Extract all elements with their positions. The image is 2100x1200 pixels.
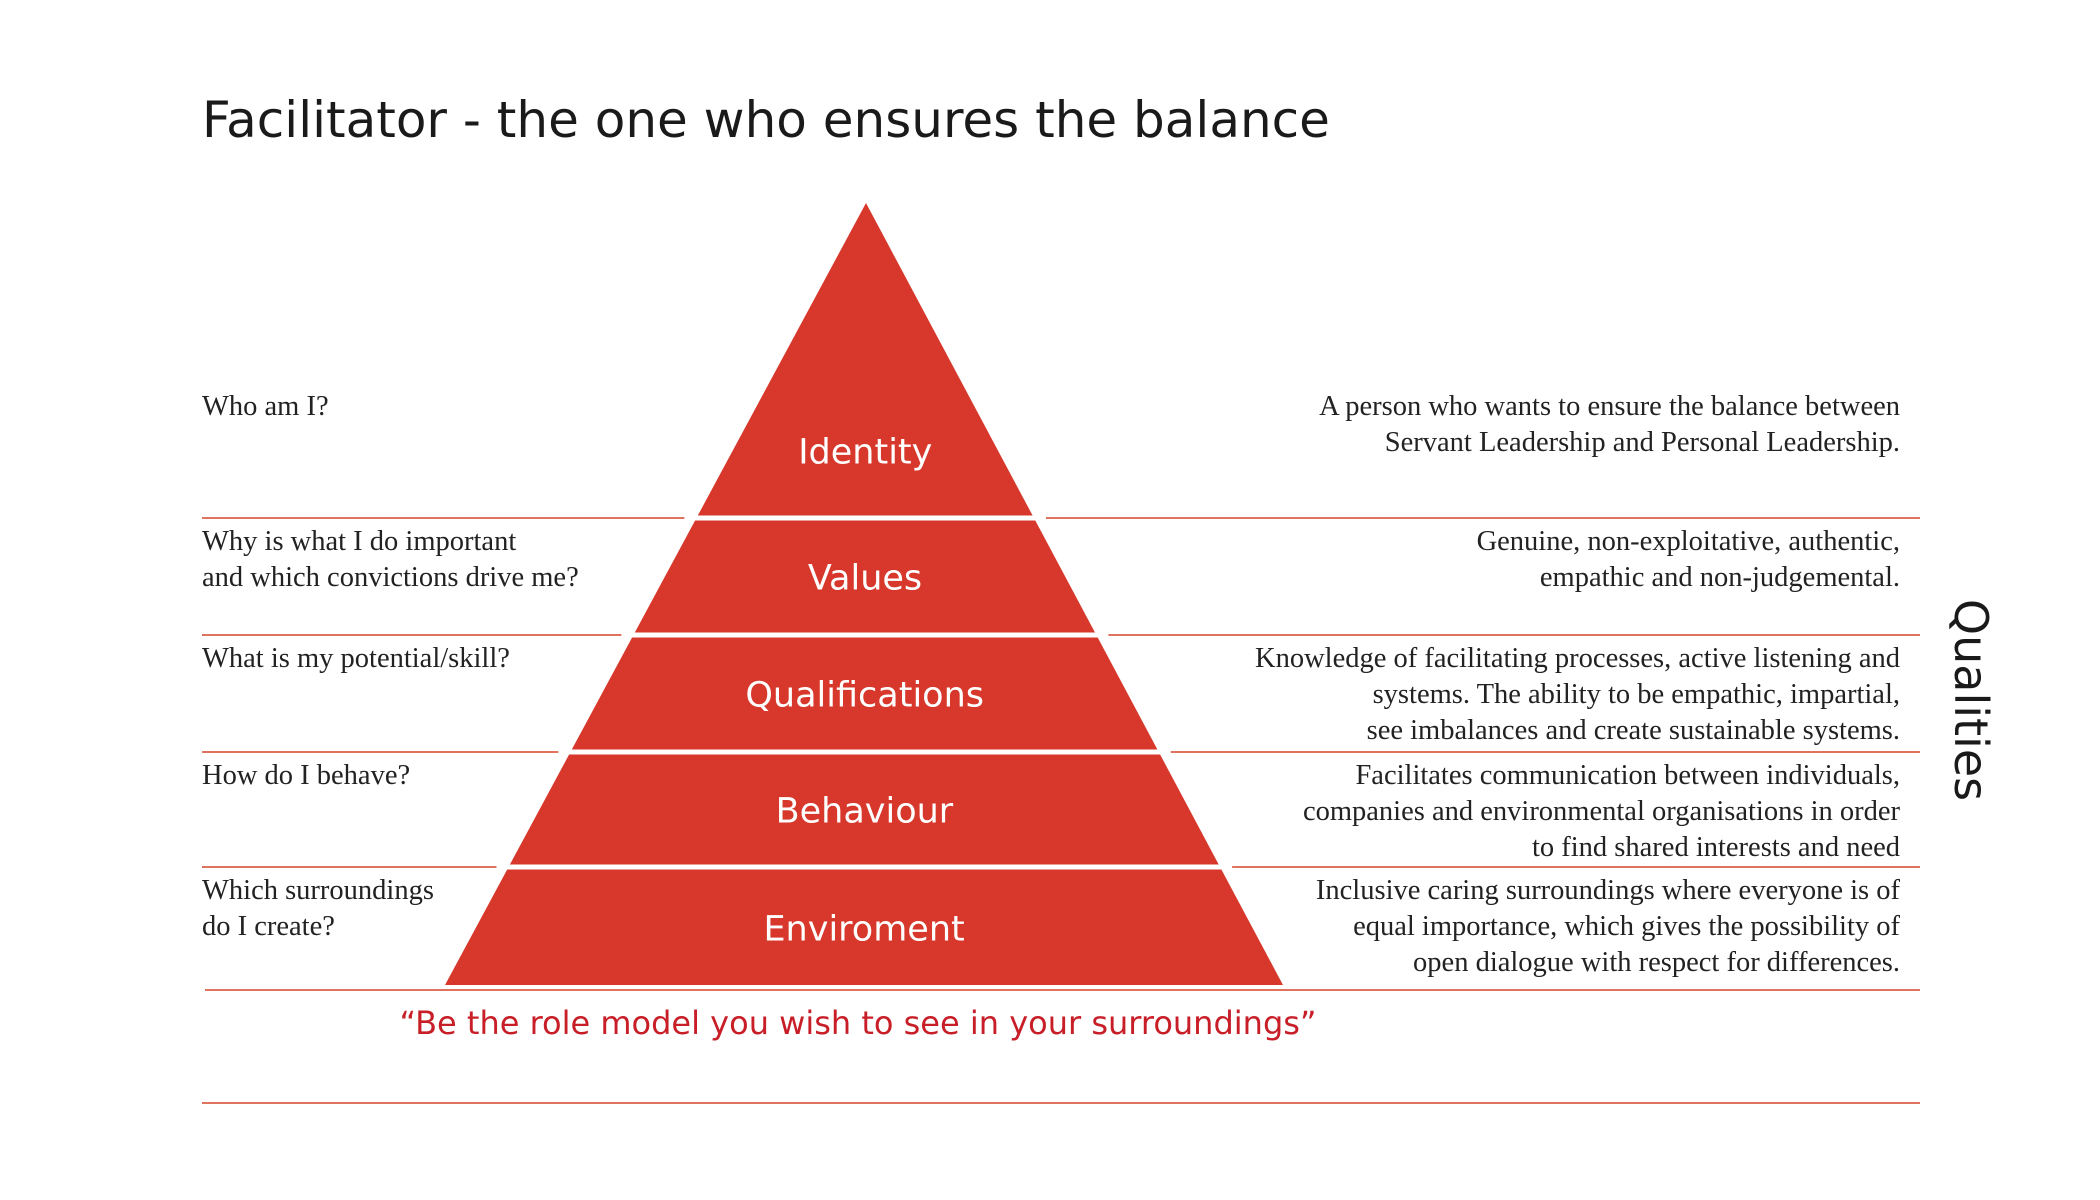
- question-column: Who am I? Why is what I do important and w…: [202, 391, 579, 942]
- motto-quote: “Be the role model you wish to see in yo…: [399, 1004, 1316, 1042]
- page-title: Facilitator - the one who ensures the ba…: [202, 91, 1330, 149]
- level-question: Who am I?: [202, 391, 329, 422]
- level-question: How do I behave?: [202, 760, 410, 791]
- level-description: A person who wants to ensure the balance…: [1319, 391, 1900, 422]
- level-description: empathic and non-judgemental.: [1540, 562, 1900, 593]
- level-description: Genuine, non-exploitative, authentic,: [1477, 526, 1900, 557]
- level-question: What is my potential/skill?: [202, 643, 510, 674]
- level-question: Which surroundings: [202, 875, 434, 906]
- level-description: to find shared interests and need: [1532, 832, 1900, 863]
- pyramid-level-2: [634, 520, 1095, 633]
- level-description: Facilitates communication between indivi…: [1355, 760, 1900, 791]
- level-description: see imbalances and create sustainable sy…: [1367, 715, 1900, 746]
- pyramid-level-label: Behaviour: [776, 792, 954, 832]
- pyramid-level-3: [571, 637, 1158, 750]
- level-description: Inclusive caring surroundings where ever…: [1316, 875, 1901, 906]
- qualities-side-label: Qualities: [1944, 599, 1998, 801]
- pyramid: IdentityValuesQualificationsBehaviourEnv…: [445, 203, 1283, 985]
- pyramid-level-4: [509, 754, 1219, 865]
- description-column: A person who wants to ensure the balance…: [1255, 391, 1901, 978]
- pyramid-level-label: Identity: [798, 433, 932, 473]
- level-question: do I create?: [202, 911, 335, 942]
- pyramid-level-5: [445, 869, 1283, 985]
- level-description: companies and environmental organisation…: [1303, 796, 1901, 827]
- pyramid-level-label: Values: [808, 559, 922, 599]
- pyramid-level-label: Enviroment: [763, 909, 964, 949]
- level-description: systems. The ability to be empathic, imp…: [1373, 679, 1900, 710]
- level-description: Knowledge of facilitating processes, act…: [1255, 643, 1900, 674]
- level-question: and which convictions drive me?: [202, 562, 579, 593]
- level-question: Why is what I do important: [202, 526, 516, 557]
- level-description: Servant Leadership and Personal Leadersh…: [1385, 427, 1900, 458]
- pyramid-level-label: Qualifications: [745, 676, 984, 716]
- pyramid-level-1: [697, 203, 1033, 516]
- level-description: open dialogue with respect for differenc…: [1413, 947, 1900, 978]
- row-dividers: [202, 517, 1920, 1104]
- level-description: equal importance, which gives the possib…: [1353, 911, 1900, 942]
